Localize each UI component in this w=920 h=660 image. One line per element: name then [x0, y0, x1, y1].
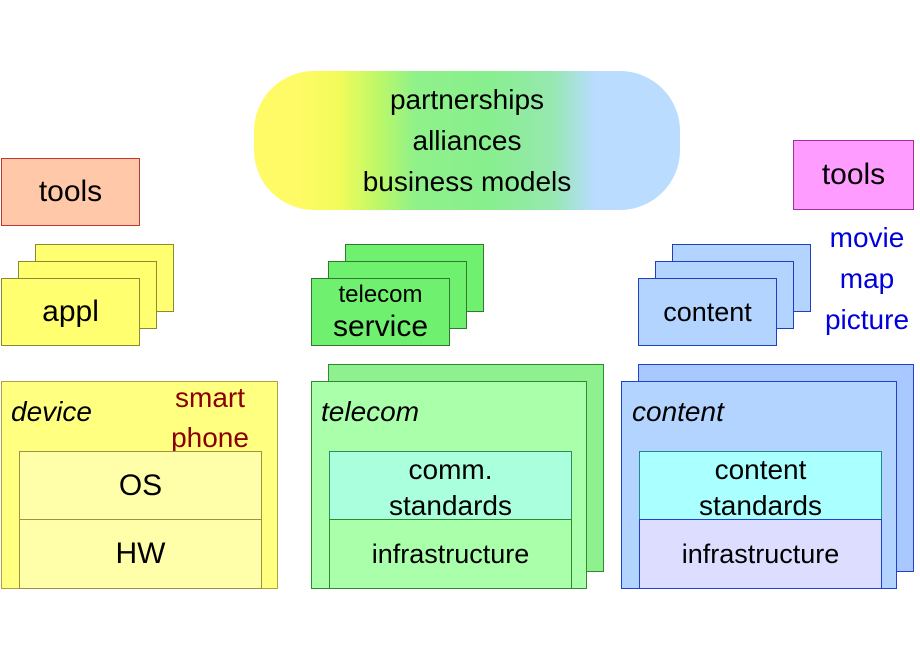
tools-label-right: tools	[821, 158, 886, 191]
note-line-phone: phone	[171, 422, 249, 453]
content-card: content	[638, 278, 777, 346]
tools-box-left: tools	[1, 158, 140, 226]
smart-phone-note: smart phone	[160, 378, 260, 458]
device-container: device smart phone OS HW	[1, 381, 278, 589]
telecom-label: telecom	[321, 396, 420, 427]
os-label: OS	[118, 469, 163, 502]
infrastructure-label-telecom: infrastructure	[371, 538, 530, 569]
comm-line-2: standards	[389, 490, 512, 521]
content-card-label: content	[663, 296, 752, 327]
service-line-telecom: telecom	[338, 281, 423, 308]
business-banner: partnerships alliances business models	[254, 71, 680, 210]
infrastructure-layer-content: infrastructure	[639, 519, 882, 589]
example-map: map	[839, 263, 895, 294]
service-line-service: service	[332, 310, 429, 343]
tools-label-left: tools	[38, 175, 103, 208]
service-card: telecom service	[311, 278, 450, 346]
hw-label: HW	[115, 537, 166, 570]
hw-layer: HW	[19, 519, 262, 589]
content-standards-layer: content standards	[639, 451, 882, 521]
os-layer: OS	[19, 451, 262, 521]
device-label: device	[11, 396, 92, 427]
content-main-label: content	[632, 396, 724, 427]
infrastructure-label-content: infrastructure	[681, 538, 840, 569]
tools-box-right: tools	[793, 140, 914, 210]
appl-card: appl	[1, 278, 140, 346]
comm-line-1: comm.	[408, 454, 493, 485]
comm-standards-layer: comm. standards	[329, 451, 572, 521]
banner-line-partnerships: partnerships	[389, 84, 545, 115]
content-examples: movie map picture	[812, 217, 920, 340]
example-picture: picture	[824, 304, 910, 335]
content-std-line-1: content	[714, 454, 807, 485]
note-line-smart: smart	[175, 382, 245, 413]
telecom-container: telecom comm. standards infrastructure	[311, 381, 587, 589]
example-movie: movie	[829, 222, 905, 253]
content-std-line-2: standards	[699, 490, 822, 521]
content-container: content content standards infrastructure	[621, 381, 897, 589]
banner-line-business-models: business models	[362, 166, 572, 197]
infrastructure-layer-telecom: infrastructure	[329, 519, 572, 589]
appl-label: appl	[42, 295, 99, 328]
banner-line-alliances: alliances	[412, 125, 522, 156]
